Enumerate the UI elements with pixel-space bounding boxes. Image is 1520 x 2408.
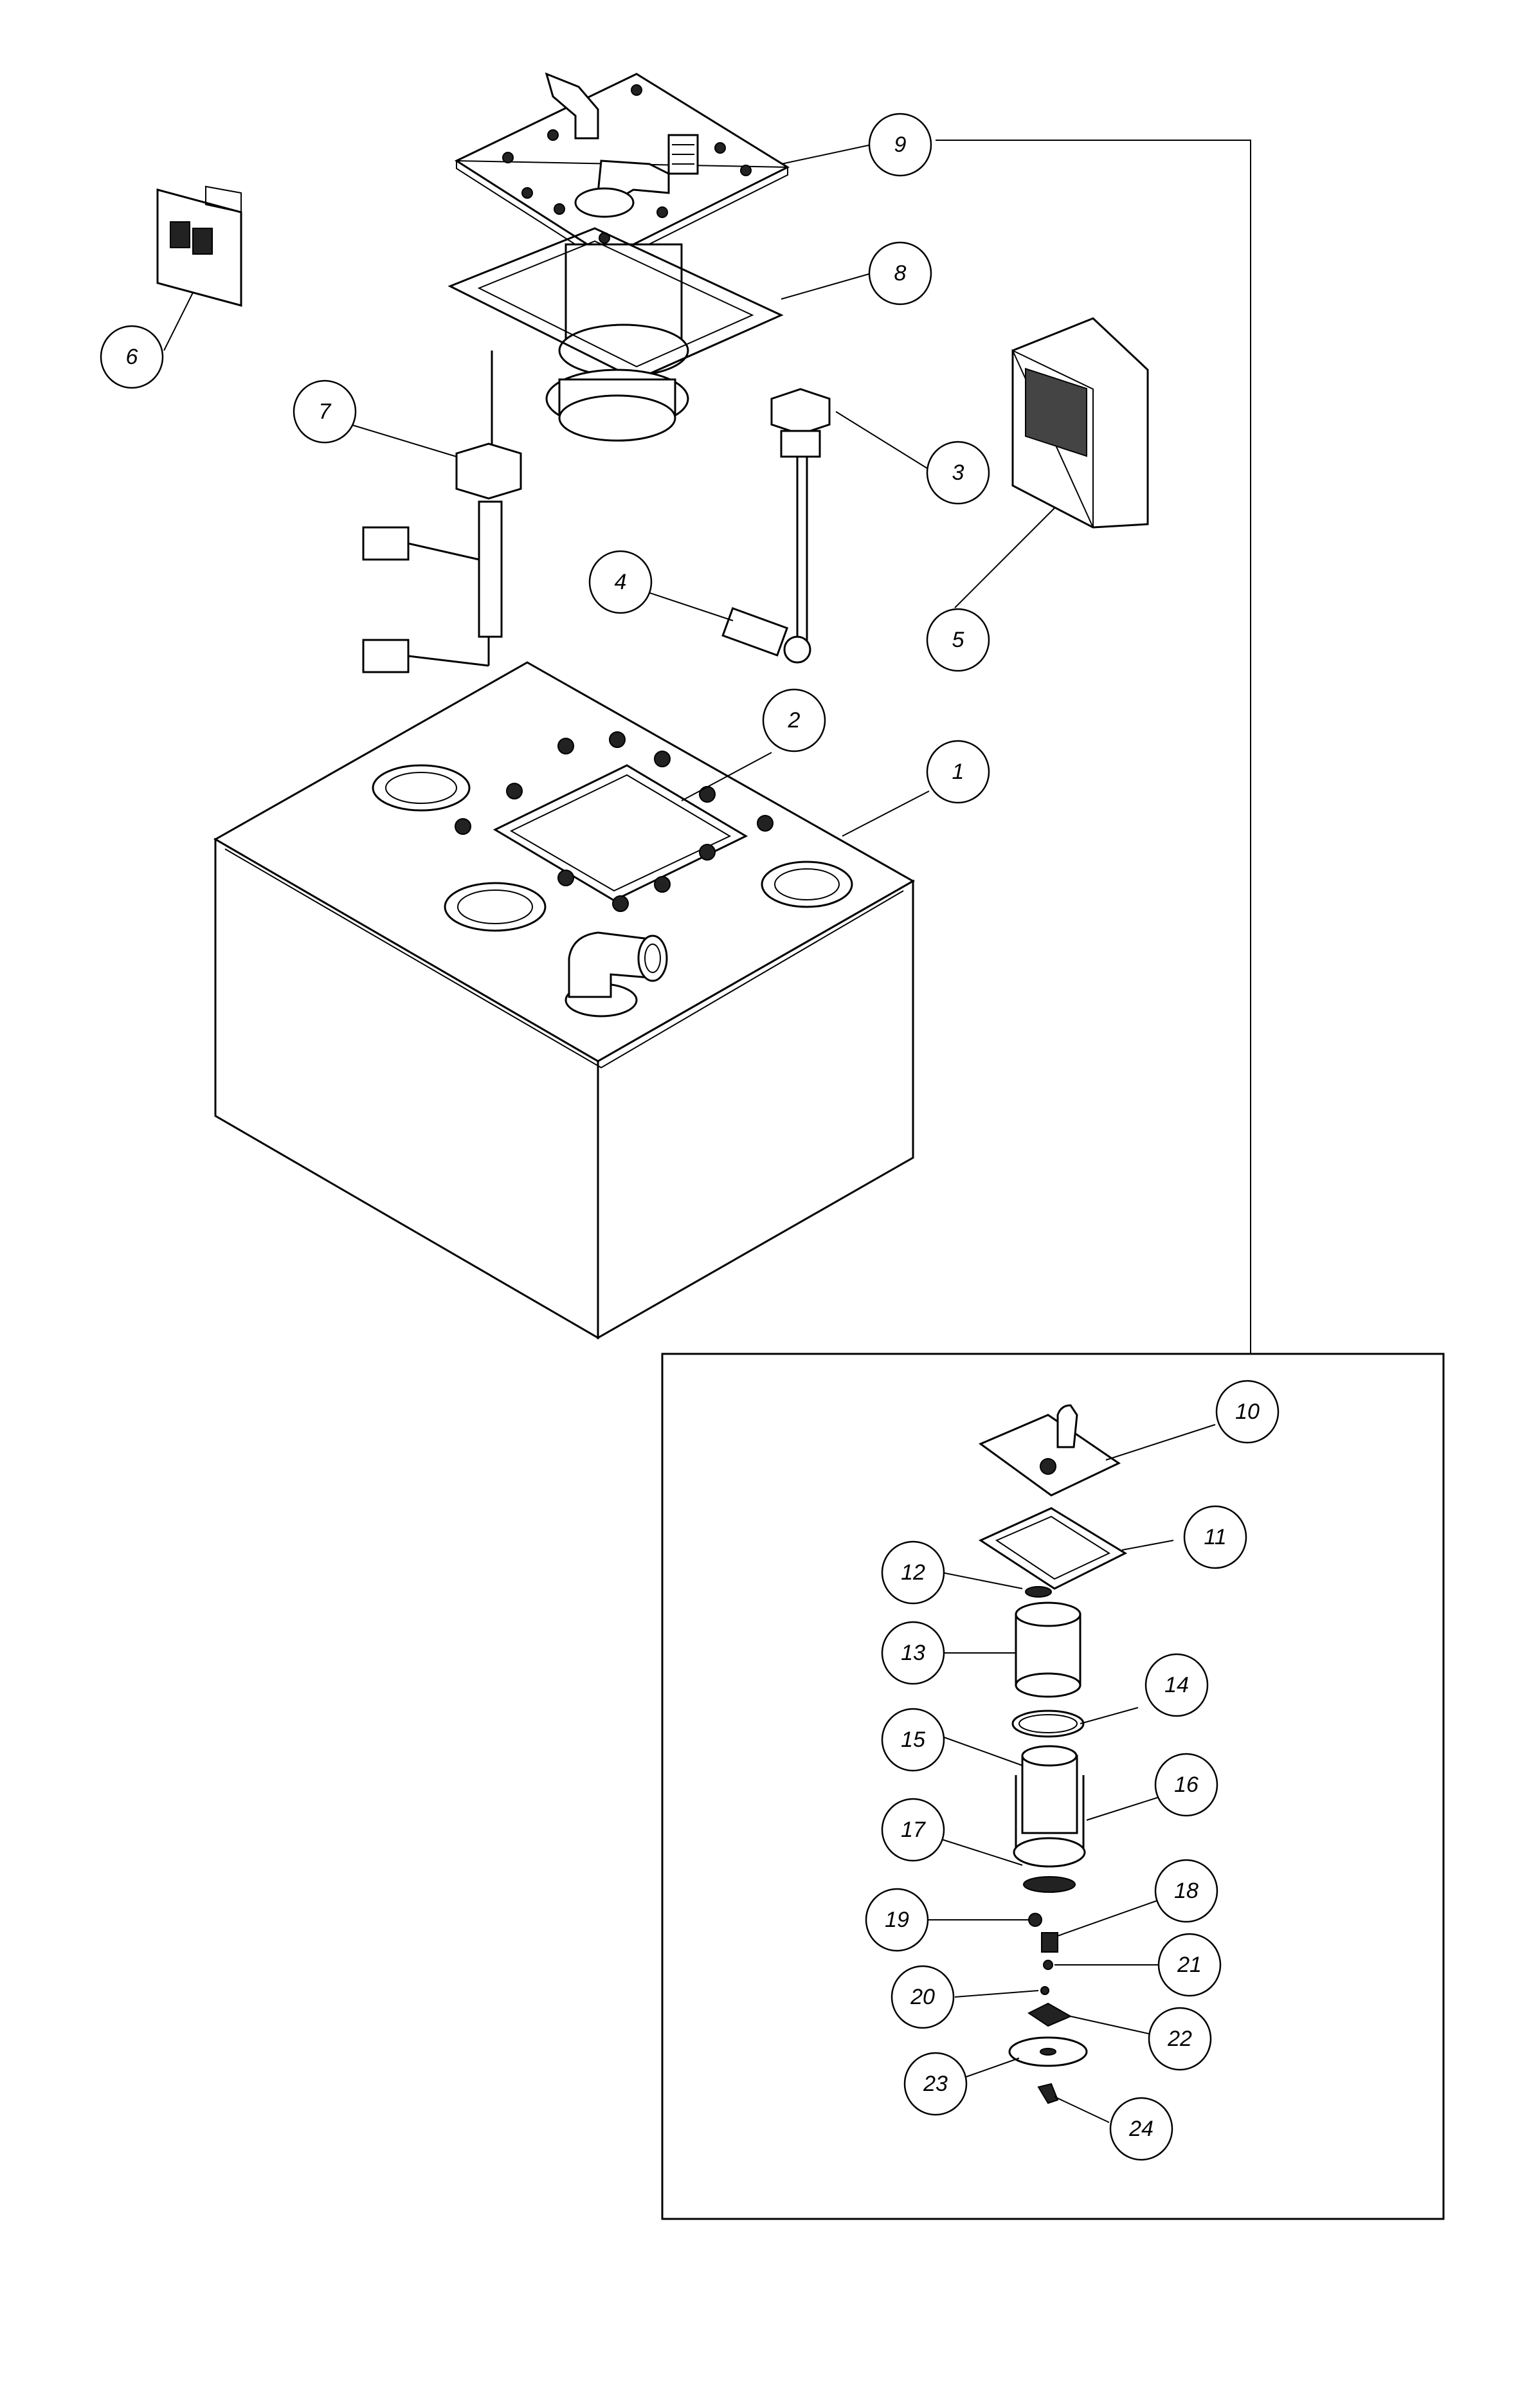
callout-20: 20 <box>891 1965 955 2029</box>
callout-13: 13 <box>881 1621 945 1685</box>
callout-label: 3 <box>952 461 964 485</box>
callout-label: 24 <box>1128 2117 1154 2141</box>
callout-label: 16 <box>1174 1773 1199 1797</box>
callout-18: 18 <box>1154 1859 1218 1923</box>
pump-assembly <box>448 72 790 442</box>
callout-4: 4 <box>588 550 653 614</box>
callout-label: 19 <box>885 1908 909 1932</box>
callout-label: 23 <box>923 2072 948 2096</box>
callout-label: 22 <box>1167 2027 1192 2051</box>
callout-label: 8 <box>894 261 907 286</box>
callout-label: 11 <box>1204 1525 1226 1549</box>
callout-label: 17 <box>901 1818 926 1842</box>
inset-leader-lines <box>926 1424 1216 2123</box>
callout-11: 11 <box>1183 1505 1247 1569</box>
callout-9: 9 <box>868 113 932 177</box>
callout-15: 15 <box>881 1708 945 1772</box>
callout-label: 20 <box>910 1985 935 2009</box>
callout-label: 13 <box>901 1641 925 1665</box>
callout-label: 7 <box>319 399 332 424</box>
callout-19: 19 <box>865 1888 929 1952</box>
callout-14: 14 <box>1145 1653 1209 1717</box>
inset-frame <box>661 1353 1445 2220</box>
callout-label: 21 <box>1177 1953 1202 1977</box>
callout-21: 21 <box>1157 1933 1222 1997</box>
callout-label: 15 <box>901 1728 925 1752</box>
callout-24: 24 <box>1109 2097 1173 2161</box>
float-switch <box>362 351 522 673</box>
callout-23: 23 <box>903 2052 968 2116</box>
callout-label: 9 <box>894 132 907 157</box>
callout-6: 6 <box>100 325 164 389</box>
control-box <box>1011 317 1149 529</box>
callout-12: 12 <box>881 1540 945 1605</box>
callout-8: 8 <box>868 241 932 306</box>
callout-2: 2 <box>762 688 826 752</box>
callout-label: 18 <box>1174 1879 1199 1903</box>
callout-3: 3 <box>926 441 990 505</box>
callout-7: 7 <box>293 379 357 444</box>
callouts: 1 2 3 4 5 6 7 8 9 10 11 12 13 14 15 16 1… <box>100 113 1280 2161</box>
callout-label: 2 <box>788 708 801 733</box>
callout-label: 10 <box>1235 1400 1260 1424</box>
callout-label: 5 <box>952 628 964 652</box>
callout-label: 1 <box>952 760 964 784</box>
callout-label: 4 <box>615 570 627 594</box>
callout-5: 5 <box>926 608 990 672</box>
holding-tank <box>213 661 916 1340</box>
level-sensor <box>721 388 831 664</box>
callout-label: 14 <box>1164 1673 1189 1697</box>
callout-1: 1 <box>926 740 990 804</box>
callout-10: 10 <box>1215 1380 1280 1444</box>
callout-22: 22 <box>1148 2007 1212 2071</box>
callout-16: 16 <box>1154 1753 1218 1817</box>
callout-label: 6 <box>126 345 138 369</box>
callout-17: 17 <box>881 1798 945 1862</box>
callout-label: 12 <box>901 1560 925 1585</box>
inset-exploded-pump <box>978 1404 1128 2104</box>
leader-lines <box>163 140 1251 1354</box>
control-switch <box>156 185 242 307</box>
